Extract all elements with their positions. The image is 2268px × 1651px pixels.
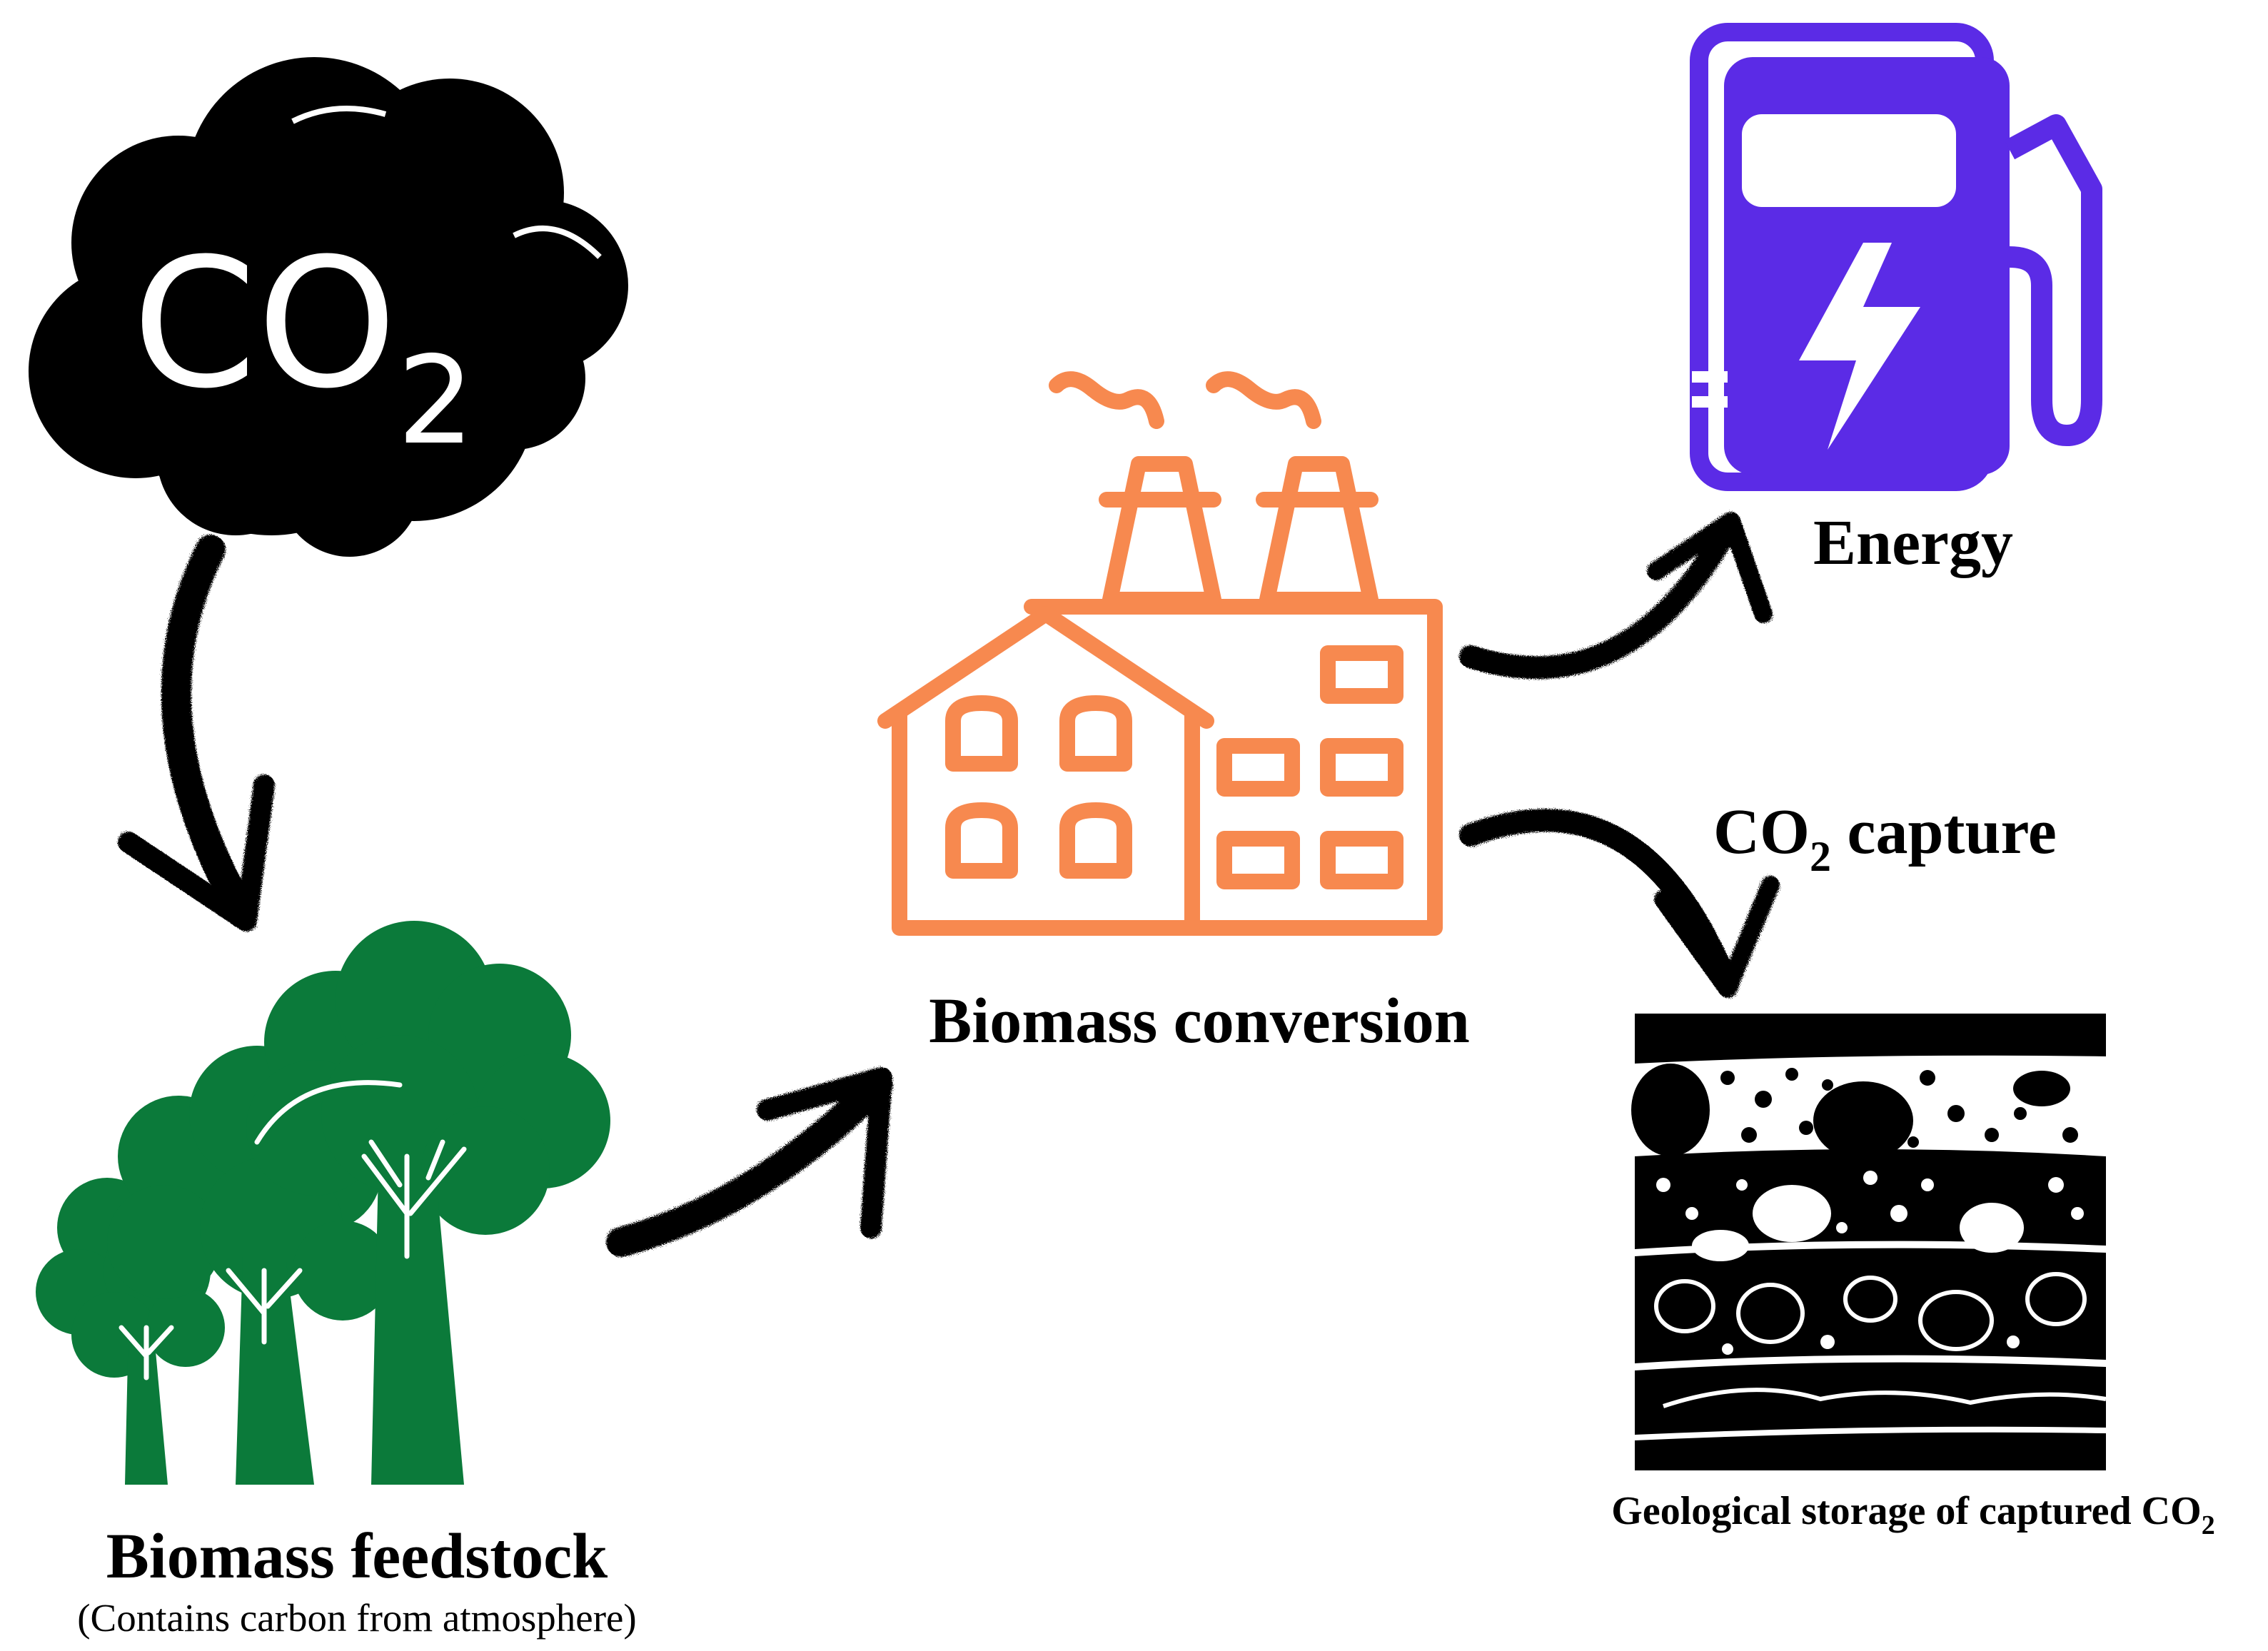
energy-title: Energy — [1813, 508, 2013, 578]
trees-icon — [36, 921, 610, 1485]
storage-label: Geological storage of captured CO2 — [1611, 1489, 2214, 1540]
fuel-pump-icon — [1690, 23, 2102, 491]
arrow-factory-to-energy — [1459, 512, 1773, 680]
feedstock-title: Biomass feedstock — [106, 1521, 608, 1592]
co2-cloud-icon: CO2 — [29, 57, 628, 557]
geological-strata-icon — [1631, 1014, 2107, 1470]
arrow-cloud-to-trees — [118, 535, 275, 931]
arrow-trees-to-factory — [606, 1067, 893, 1257]
capture-label: CO2 capture — [1713, 797, 2057, 880]
cloud-formula: CO2 — [132, 220, 475, 472]
arrow-factory-to-storage — [1459, 809, 1780, 998]
factory-icon — [877, 371, 1443, 936]
conversion-title: Biomass conversion — [929, 986, 1470, 1056]
feedstock-subtitle: (Contains carbon from atmosphere) — [77, 1596, 637, 1640]
